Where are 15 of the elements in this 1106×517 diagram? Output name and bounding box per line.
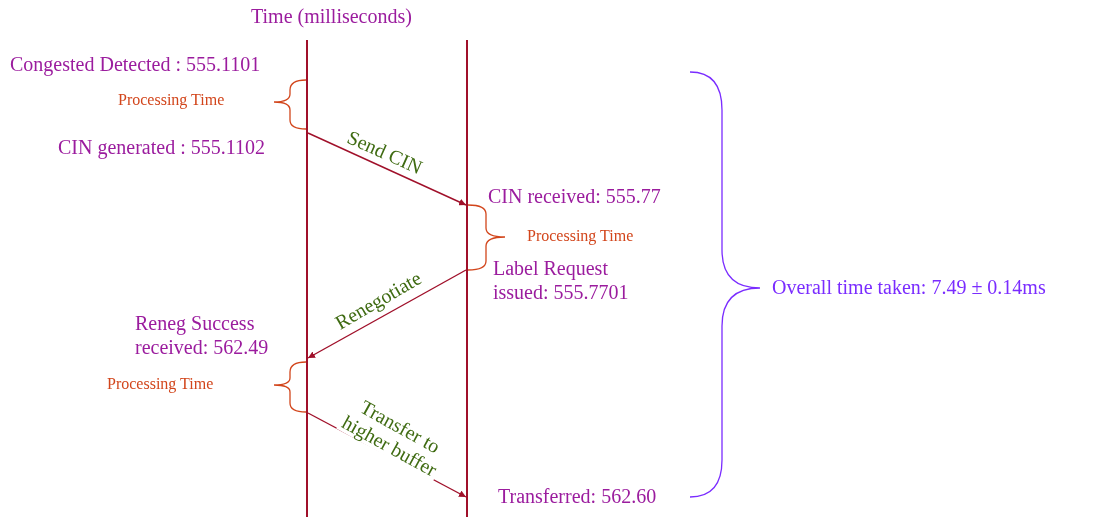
axis-title: Time (milliseconds) [251, 4, 412, 28]
timestamp-label: CIN generated : 555.1102 [58, 135, 265, 159]
timestamp-label: CIN received: 555.77 [488, 184, 661, 208]
timestamp-label: Label Request issued: 555.7701 [493, 256, 630, 304]
overall-time-label: Overall time taken: 7.49 ± 0.14ms [772, 275, 1046, 299]
processing-time-label: Processing Time [107, 374, 214, 394]
processing-time-label: Processing Time [527, 226, 634, 246]
timestamp-label: Congested Detected : 555.1101 [10, 52, 261, 76]
arrow [307, 132, 467, 206]
timestamp-label: Reneg Success received: 562.49 [135, 311, 270, 359]
timestamp-label: Transferred: 562.60 [498, 484, 657, 508]
arrow [307, 269, 467, 359]
lifeline [466, 40, 468, 517]
processing-time-label: Processing Time [118, 90, 225, 110]
lifeline [306, 40, 308, 517]
